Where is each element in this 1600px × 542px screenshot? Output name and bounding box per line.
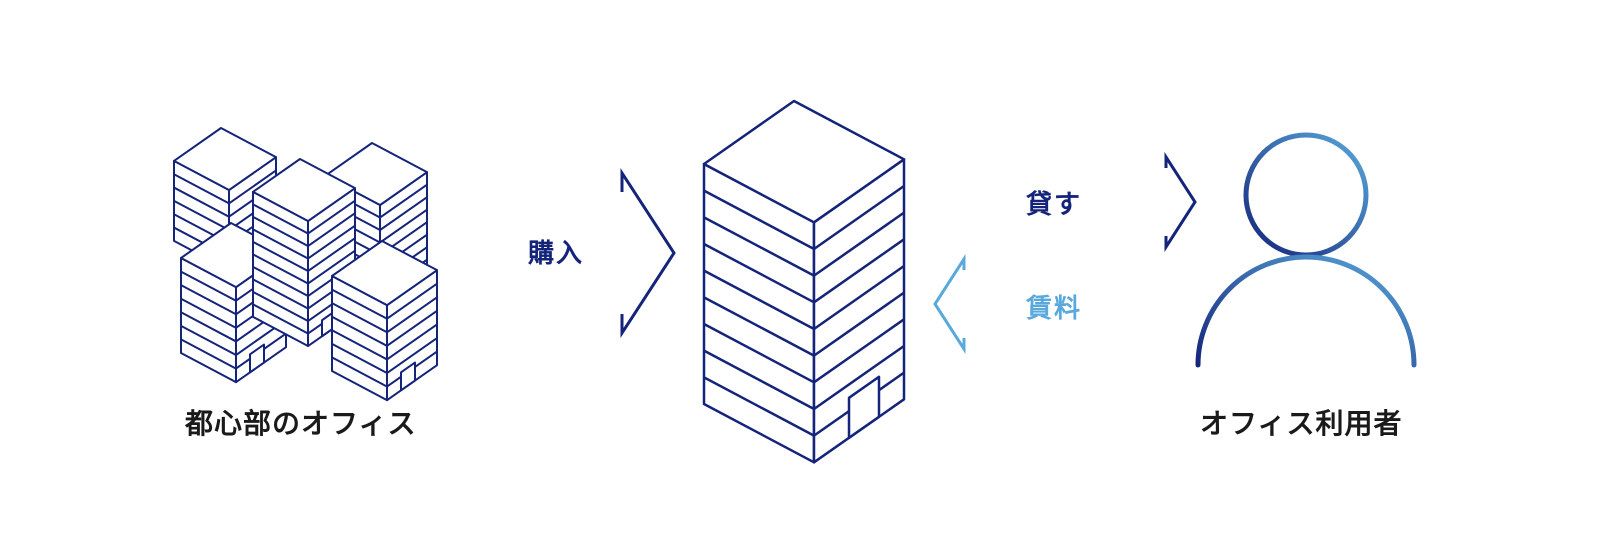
purchase-arrow (470, 167, 676, 339)
purchase-label: 購入 (528, 239, 585, 269)
rent-arrow (933, 253, 1196, 355)
right-user-label: オフィス利用者 (1200, 407, 1403, 440)
person-icon (1195, 132, 1417, 368)
office-building-icon (702, 99, 906, 464)
lend-label: 貸す (1026, 190, 1083, 220)
rent-label: 賃料 (1026, 294, 1083, 324)
lend-arrow (930, 151, 1197, 253)
office-buildings-cluster-icon (173, 127, 438, 402)
left-group-label: 都心部のオフィス (185, 407, 417, 440)
